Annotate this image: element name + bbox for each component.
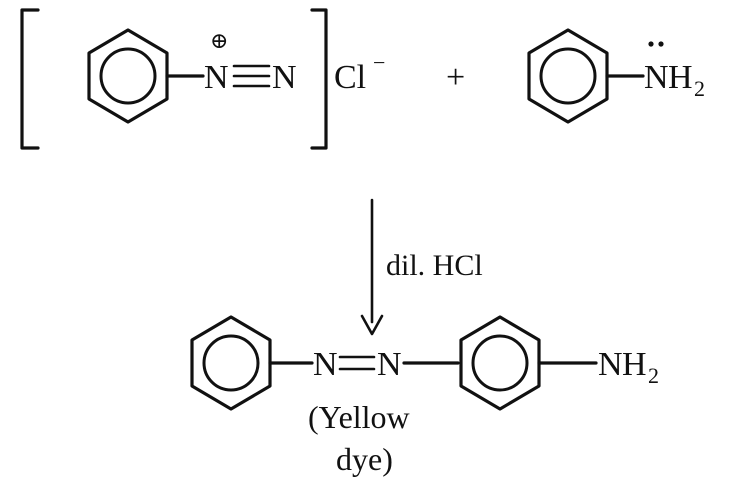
triple-bond [232, 64, 271, 88]
aniline: N H 2 [527, 28, 705, 124]
product-label-line-2: dye) [336, 441, 393, 477]
benzene-ring-4 [459, 315, 541, 411]
benzenediazonium-chloride: ⊕ N N Cl − [20, 8, 385, 150]
benzene-ring-2 [527, 28, 609, 124]
right-bracket [310, 8, 328, 150]
benzene-ring-1 [87, 28, 169, 124]
amine-nitrogen: N [644, 59, 669, 96]
p-aminoazobenzene: N N N H 2 [190, 315, 659, 411]
diazonium-nitrogen-2: N [272, 59, 297, 96]
chloride-charge: − [373, 50, 385, 75]
left-bracket [20, 8, 40, 150]
product-label-line-1: (Yellow [308, 399, 410, 435]
amine-subscript: 2 [694, 76, 705, 101]
product-amine-subscript: 2 [648, 363, 659, 388]
positive-charge-symbol: ⊕ [210, 28, 228, 53]
chloride-counter-ion: Cl [334, 59, 366, 96]
reaction-condition: dil. HCl [386, 249, 483, 282]
plus-sign: + [446, 59, 465, 96]
diazonium-nitrogen-1: N [204, 59, 229, 96]
reaction-arrow [360, 198, 384, 336]
azo-double-bond [338, 355, 376, 371]
lone-pair-dot-1 [648, 41, 654, 47]
azo-nitrogen-1: N [313, 346, 338, 383]
azo-nitrogen-2: N [377, 346, 402, 383]
product-amine-nitrogen: N [598, 346, 623, 383]
product-amine-hydrogen: H [622, 346, 647, 383]
arrow-head [360, 314, 384, 336]
amine-hydrogen: H [668, 59, 693, 96]
lone-pair-dot-2 [658, 41, 664, 47]
benzene-ring-3 [190, 315, 272, 411]
